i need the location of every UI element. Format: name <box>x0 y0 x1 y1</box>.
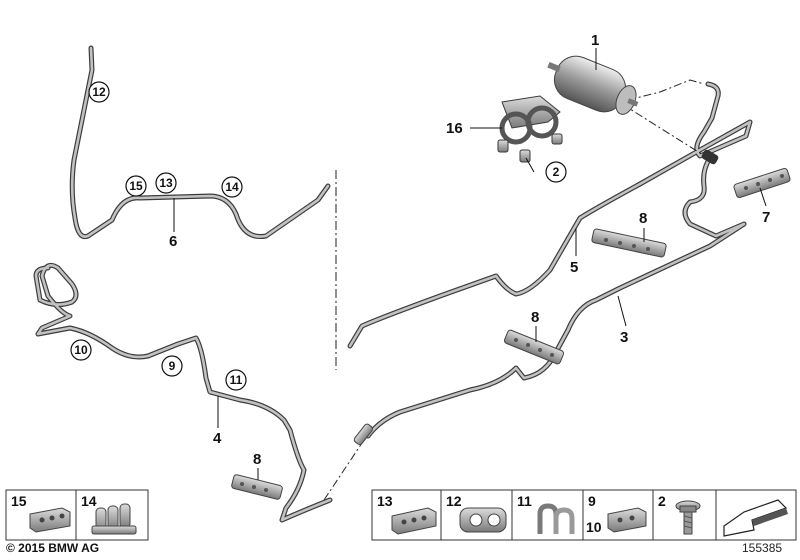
fuel-pipe-3 <box>365 155 747 439</box>
connection-line-1-5 <box>627 79 705 101</box>
svg-text:15: 15 <box>129 179 143 193</box>
legend-cell-14: 14 <box>81 493 137 535</box>
callout-5: 5 <box>570 259 578 276</box>
clip-block-13-icon <box>391 507 437 535</box>
bracket-16 <box>497 95 563 163</box>
callout-16: 16 <box>446 120 463 137</box>
callout-8-upper: 8 <box>639 210 647 227</box>
leader-lines <box>173 48 767 480</box>
callout-8-middle: 8 <box>531 309 539 326</box>
svg-text:14: 14 <box>225 180 239 194</box>
legend-cell-11: 11 <box>517 493 575 534</box>
callout-3: 3 <box>620 329 628 346</box>
svg-text:2: 2 <box>553 165 560 179</box>
pipe-3-end-fitting <box>353 423 374 446</box>
svg-text:11: 11 <box>517 493 532 509</box>
legend-cell-13: 13 <box>377 493 437 535</box>
circled-ref-15: 15 <box>125 175 147 197</box>
callout-8-lower: 8 <box>253 451 261 468</box>
callout-6: 6 <box>169 233 177 250</box>
callout-4: 4 <box>213 430 222 447</box>
callout-7: 7 <box>762 209 770 226</box>
pipe-clip-8-lower <box>231 474 283 500</box>
circled-ref-10: 10 <box>70 339 92 361</box>
arrow-direction-icon <box>723 499 788 537</box>
pipe-clip-7 <box>733 167 791 199</box>
circled-ref-13: 13 <box>155 172 177 194</box>
clip-block-15-icon <box>29 507 71 533</box>
fuel-pipe-6 <box>69 45 331 240</box>
legend-cell-2: 2 <box>658 493 701 535</box>
legend-cell-9-10: 9 10 <box>586 493 647 535</box>
svg-text:13: 13 <box>377 493 393 509</box>
bolt-2-icon <box>675 500 701 535</box>
pipe-3-connector <box>701 149 719 165</box>
svg-text:11: 11 <box>230 373 243 387</box>
clip-11-icon <box>537 503 575 534</box>
legend-cell-15: 15 <box>11 493 71 533</box>
diagram-number: 155385 <box>742 541 783 555</box>
pipe-clip-8-upper <box>591 228 667 258</box>
pipe-clip-8-middle <box>503 329 565 365</box>
copyright-text: © 2015 BMW AG <box>6 541 100 555</box>
clip-triple-14-icon <box>91 503 137 535</box>
circled-ref-14: 14 <box>221 176 243 198</box>
circled-ref-11: 11 <box>225 369 247 391</box>
legend-cell-12: 12 <box>446 493 507 533</box>
svg-text:13: 13 <box>159 176 173 190</box>
svg-text:2: 2 <box>658 493 666 509</box>
circled-ref-12: 12 <box>88 81 110 103</box>
svg-text:10: 10 <box>586 519 602 535</box>
fuel-pipe-5 <box>347 81 753 349</box>
circled-ref-9: 9 <box>161 355 183 377</box>
svg-text:10: 10 <box>74 343 88 357</box>
svg-text:9: 9 <box>169 359 176 373</box>
callout-1: 1 <box>591 32 599 49</box>
circled-ref-2: 2 <box>545 161 567 183</box>
clip-12-icon <box>459 507 507 533</box>
legend-cell-direction <box>723 499 788 537</box>
connection-line-3-4 <box>323 439 365 501</box>
fuel-filter-1 <box>547 55 639 115</box>
svg-text:15: 15 <box>11 493 27 509</box>
svg-text:12: 12 <box>92 85 106 99</box>
svg-text:14: 14 <box>81 493 97 509</box>
parts-legend-left: 15 14 <box>5 489 149 541</box>
svg-text:12: 12 <box>446 493 462 509</box>
svg-text:9: 9 <box>588 493 596 509</box>
connection-line-1-3 <box>621 103 709 159</box>
parts-legend-right: 13 12 11 9 10 <box>371 489 797 541</box>
clip-9-10-icon <box>607 507 647 533</box>
fuel-pipe-4 <box>33 262 333 523</box>
